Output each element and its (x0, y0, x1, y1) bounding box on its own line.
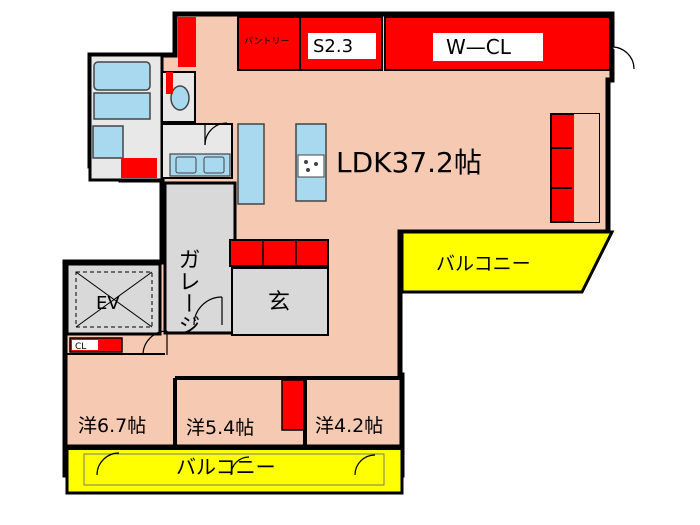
balcony-right-label: バルコニー (436, 253, 531, 275)
garage-label: ガレージ (175, 248, 200, 336)
bathtub-icon (93, 61, 151, 91)
balcony-right (400, 230, 615, 294)
western-room-3-label: 洋4.2帖 (315, 415, 383, 437)
entrance-room (231, 267, 329, 336)
ev-label: EV (96, 293, 120, 314)
cl-label: CL (75, 342, 86, 352)
washbasin-icon (92, 125, 124, 159)
cooktop-icon (297, 154, 325, 178)
balcony-bottom-label: バルコニー (176, 455, 276, 479)
ldk-label: LDK37.2帖 (336, 146, 482, 179)
wcl-label: W—CL (446, 35, 512, 59)
western-room-2-label: 洋5.4帖 (186, 417, 254, 439)
western-room-1-label: 洋6.7帖 (78, 415, 146, 437)
pantry-label: パントリー (244, 36, 289, 47)
s-room-label: S2.3 (313, 36, 353, 57)
kitchen-counter (237, 123, 265, 205)
toilet-icon (170, 85, 190, 111)
entrance-label: 玄 (268, 290, 290, 315)
